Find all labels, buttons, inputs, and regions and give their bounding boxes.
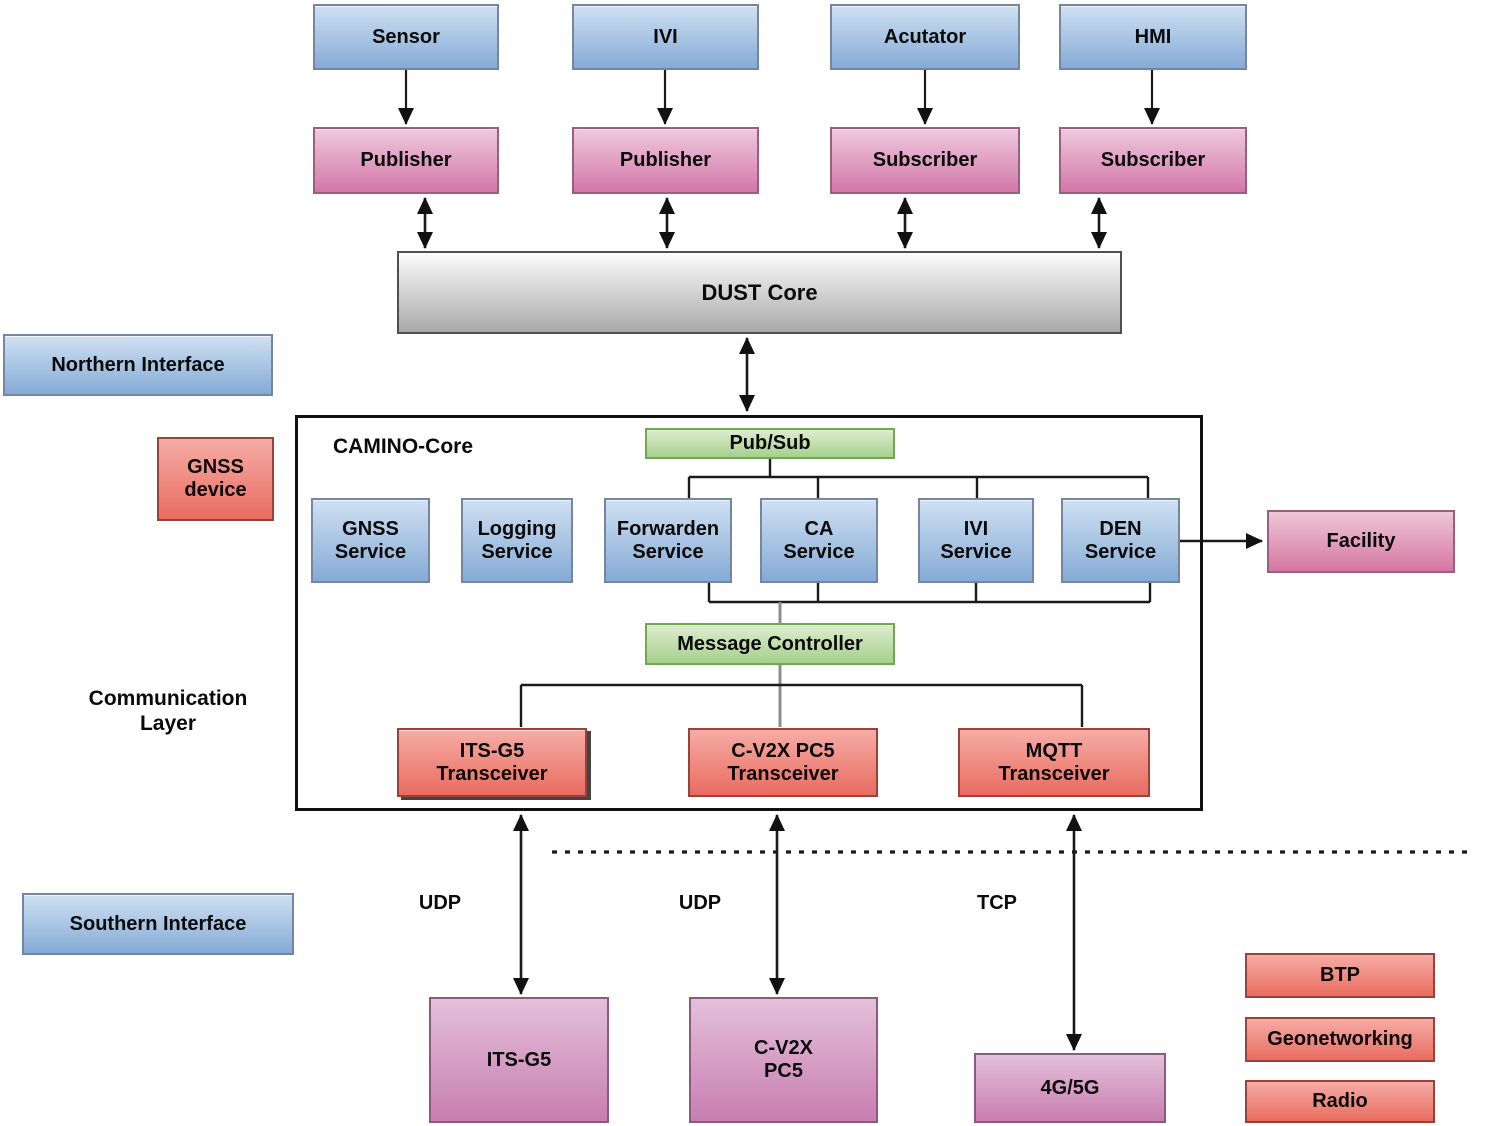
pubsub-service-connectors [687, 458, 1150, 498]
node-gnss-service: GNSS Service [311, 498, 430, 583]
node-gnss-device: GNSS device [157, 437, 274, 521]
node-btp: BTP [1245, 953, 1435, 998]
label-communication-layer: Communication Layer [88, 687, 248, 736]
node-mqtt-transceiver: MQTT Transceiver [958, 728, 1150, 797]
node-4g5g: 4G/5G [974, 1053, 1166, 1123]
label-udp-mid: UDP [678, 892, 722, 914]
label-udp-left: UDP [418, 892, 462, 914]
node-publisher-2: Publisher [572, 127, 759, 194]
node-cv2x-bottom: C-V2X PC5 [689, 997, 878, 1123]
transceiver-southern-arrows [513, 814, 1082, 1051]
node-subscriber-2: Subscriber [1059, 127, 1247, 194]
label-southern-interface: Southern Interface [22, 893, 294, 955]
node-message-controller: Message Controller [645, 623, 895, 665]
node-facility: Facility [1267, 510, 1455, 573]
node-sensor: Sensor [313, 4, 499, 70]
node-itsg5-transceiver: ITS-G5 Transceiver [397, 728, 587, 797]
service-messagecontroller-connectors [707, 583, 1152, 623]
node-den-service: DEN Service [1061, 498, 1180, 583]
camino-core-title: CAMINO-Core [333, 435, 473, 458]
node-radio: Radio [1245, 1080, 1435, 1123]
node-ivi: IVI [572, 4, 759, 70]
node-itsg5-bottom: ITS-G5 [429, 997, 609, 1123]
node-cv2x-transceiver: C-V2X PC5 Transceiver [688, 728, 878, 797]
node-acutator: Acutator [830, 4, 1020, 70]
node-hmi: HMI [1059, 4, 1247, 70]
label-northern-interface: Northern Interface [3, 334, 273, 396]
messagecontroller-transceiver-connectors [519, 665, 1084, 727]
node-publisher-1: Publisher [313, 127, 499, 194]
node-ca-service: CA Service [760, 498, 878, 583]
node-geonetworking: Geonetworking [1245, 1017, 1435, 1062]
node-logging-service: Logging Service [461, 498, 573, 583]
node-dust-core: DUST Core [397, 251, 1122, 334]
node-pub-sub: Pub/Sub [645, 428, 895, 459]
node-ivi-service: IVI Service [918, 498, 1034, 583]
node-forwarden-service: Forwarden Service [604, 498, 732, 583]
camino-core-frame [295, 415, 1203, 811]
publisher-dustcore-arrows [417, 197, 1107, 249]
device-to-publisher-arrows [398, 70, 1160, 125]
node-subscriber-1: Subscriber [830, 127, 1020, 194]
label-tcp: TCP [977, 892, 1017, 914]
